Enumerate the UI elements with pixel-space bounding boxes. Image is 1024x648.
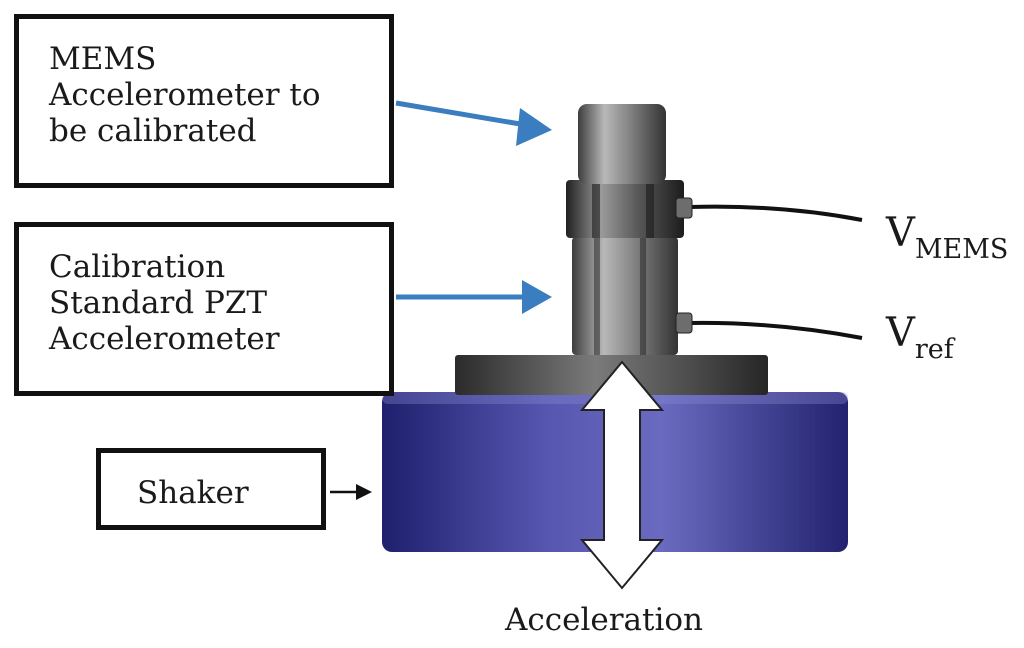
signal-v-mems-subscript: MEMS xyxy=(914,234,1009,265)
signal-v-mems: VMEMS xyxy=(886,210,1008,265)
signal-v-ref-main: V xyxy=(886,310,915,356)
signal-v-ref: Vref xyxy=(886,310,954,365)
mems-accelerometer-label-box: MEMS Accelerometer to be calibrated xyxy=(14,14,394,188)
cables xyxy=(689,204,863,340)
shaker-label: Shaker xyxy=(137,475,249,511)
acceleration-label: Acceleration xyxy=(505,602,704,638)
signal-v-ref-subscript: ref xyxy=(914,334,954,365)
mems-label-line-3: be calibrated xyxy=(49,113,257,149)
pointer-arrow-shaker xyxy=(330,484,372,500)
pzt-label-line-1: Calibration xyxy=(49,249,226,285)
pzt-label-line-3: Accelerometer xyxy=(49,321,280,357)
mems-accelerometer xyxy=(578,104,666,184)
acceleration-double-arrow xyxy=(579,360,665,590)
pzt-label-line-2: Standard PZT xyxy=(49,285,268,321)
shaker-label-box: Shaker xyxy=(96,448,326,530)
coupling-nut xyxy=(566,180,693,238)
signal-v-mems-main: V xyxy=(886,210,915,256)
pzt-accelerometer-label-box: Calibration Standard PZT Accelerometer xyxy=(14,222,394,396)
pointer-arrow-mems xyxy=(395,100,552,146)
pointer-arrow-pzt xyxy=(396,280,552,314)
mems-label-line-1: MEMS xyxy=(49,41,157,77)
mems-label-line-2: Accelerometer to xyxy=(49,77,321,113)
pzt-accelerometer xyxy=(572,237,693,355)
